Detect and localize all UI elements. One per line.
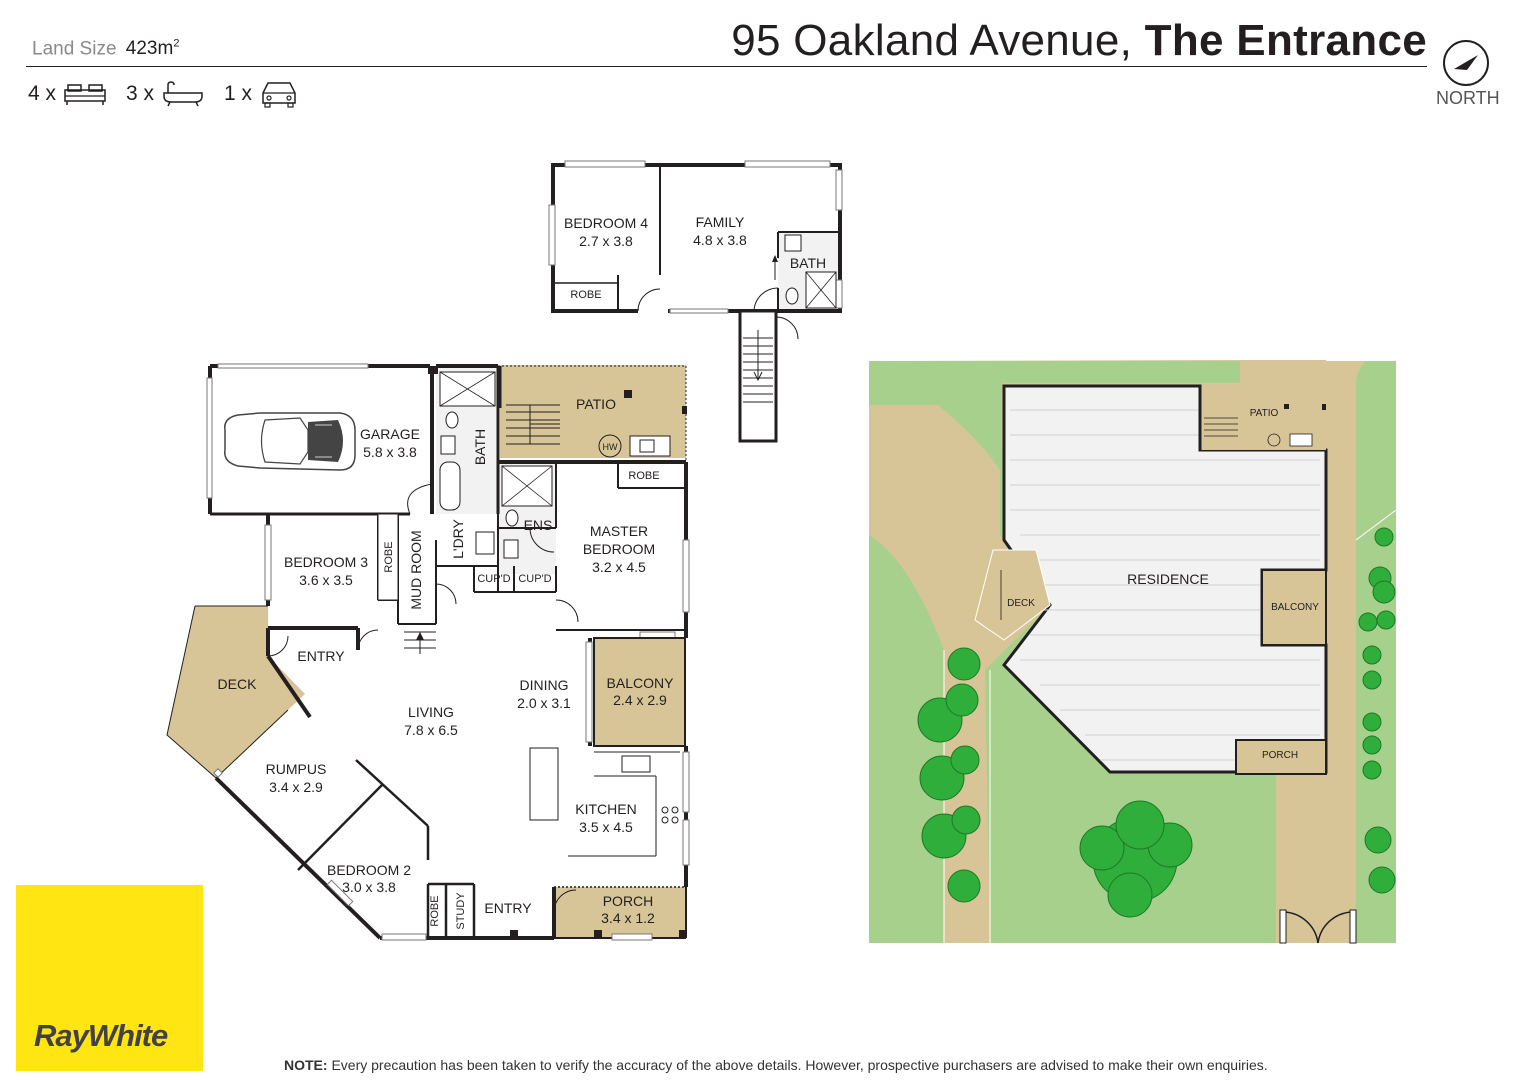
family-size: 4.8 x 3.8 xyxy=(693,232,747,248)
balcony-size: 2.4 x 2.9 xyxy=(613,692,667,708)
entry-bottom-label: ENTRY xyxy=(484,900,532,916)
land-size: Land Size 423m2 xyxy=(32,38,179,60)
porch-size: 3.4 x 1.2 xyxy=(601,910,655,926)
master-label-1: MASTER xyxy=(590,523,648,539)
tree-icon xyxy=(917,647,1193,918)
bedroom3-size: 3.6 x 3.5 xyxy=(299,572,353,588)
property-address: 95 Oakland Avenue, The Entrance xyxy=(731,16,1427,66)
site-plan: RESIDENCE PATIO DECK BALCONY PORCH xyxy=(869,360,1397,944)
cupboard-2-label: CUP'D xyxy=(518,573,551,585)
car-icon xyxy=(262,82,296,108)
cupboard-1-label: CUP'D xyxy=(477,573,510,585)
bedroom4-size: 2.7 x 3.8 xyxy=(579,233,633,249)
north-label: NORTH xyxy=(1436,88,1500,108)
entry-top-label: ENTRY xyxy=(297,648,345,664)
site-porch-label: PORCH xyxy=(1262,750,1298,761)
note-text: Every precaution has been taken to verif… xyxy=(331,1057,1268,1073)
feature-summary: 4 x 3 x 1 x xyxy=(28,80,312,108)
laundry-label: L'DRY xyxy=(450,518,466,558)
study-label: STUDY xyxy=(455,892,467,930)
address-suburb: The Entrance xyxy=(1144,16,1427,65)
rumpus-label: RUMPUS xyxy=(266,761,327,777)
rumpus-size: 3.4 x 2.9 xyxy=(269,779,323,795)
master-size: 3.2 x 4.5 xyxy=(592,559,646,575)
raywhite-logo xyxy=(16,885,203,1071)
note-label: NOTE: xyxy=(284,1057,328,1073)
mud-room-label: MUD ROOM xyxy=(408,530,424,609)
upper-bath-label: BATH xyxy=(790,255,826,271)
raywhite-logo-text: RayWhite xyxy=(34,1018,168,1053)
header-divider xyxy=(26,66,1427,67)
family-label: FAMILY xyxy=(696,214,745,230)
land-size-value: 423m2 xyxy=(125,38,180,60)
ground-floor-plan: GARAGE 5.8 x 3.8 PATIO HW BATH ROBE BEDR… xyxy=(166,363,690,941)
kitchen-label: KITCHEN xyxy=(575,801,636,817)
site-deck-label: DECK xyxy=(1007,598,1035,609)
porch-label: PORCH xyxy=(603,893,654,909)
garage-label: GARAGE xyxy=(360,426,420,442)
living-size: 7.8 x 6.5 xyxy=(404,722,458,738)
dining-label: DINING xyxy=(520,677,569,693)
dining-size: 2.0 x 3.1 xyxy=(517,695,571,711)
bath-label: BATH xyxy=(472,429,488,465)
disclaimer-note: NOTE: Every precaution has been taken to… xyxy=(284,1057,1268,1073)
bedroom3-label: BEDROOM 3 xyxy=(284,554,368,570)
address-street: 95 Oakland Avenue, xyxy=(731,16,1133,65)
upper-floor-plan: BEDROOM 4 2.7 x 3.8 FAMILY 4.8 x 3.8 BAT… xyxy=(548,160,843,443)
patio-label: PATIO xyxy=(576,396,616,412)
hot-water-label: HW xyxy=(603,442,618,452)
land-size-label: Land Size xyxy=(32,38,117,60)
deck-label: DECK xyxy=(218,676,258,692)
site-patio-label: PATIO xyxy=(1250,408,1279,419)
bedroom2-size: 3.0 x 3.8 xyxy=(342,879,396,895)
north-compass-icon xyxy=(1443,40,1489,86)
car-icon xyxy=(224,412,356,471)
bedroom3-robe-label: ROBE xyxy=(383,541,395,572)
bedroom2-robe-label: ROBE xyxy=(429,895,441,926)
master-label-2: BEDROOM xyxy=(583,541,655,557)
site-residence-label: RESIDENCE xyxy=(1127,571,1209,587)
living-label: LIVING xyxy=(408,704,454,720)
site-balcony-label: BALCONY xyxy=(1271,602,1319,613)
ensuite-label: ENS xyxy=(524,517,553,533)
bedroom-count: 4 x xyxy=(28,82,106,106)
balcony-label: BALCONY xyxy=(607,675,675,691)
bedroom4-robe-label: ROBE xyxy=(570,289,601,301)
bedroom4-label: BEDROOM 4 xyxy=(564,215,648,231)
bath-icon xyxy=(163,81,203,107)
bedroom2-label: BEDROOM 2 xyxy=(327,862,411,878)
bed-icon xyxy=(64,84,106,105)
garage-size: 5.8 x 3.8 xyxy=(363,444,417,460)
master-robe-label: ROBE xyxy=(628,470,659,482)
bathroom-count: 3 x xyxy=(126,81,204,107)
car-count: 1 x xyxy=(224,80,298,108)
kitchen-size: 3.5 x 4.5 xyxy=(579,819,633,835)
